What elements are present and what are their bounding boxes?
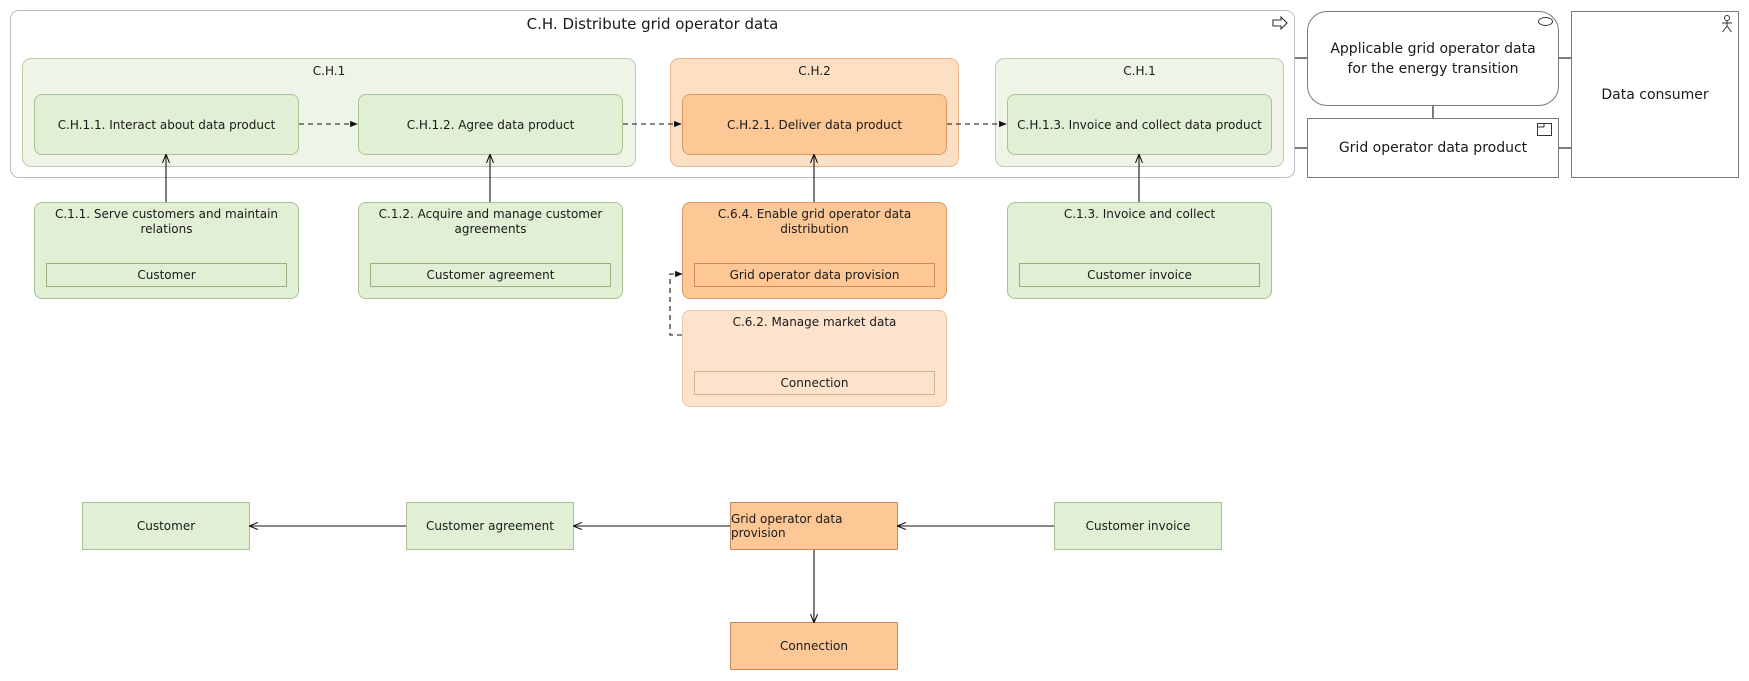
actor-box[interactable]: Data consumer [1571,11,1739,178]
capability-title: C.1.1. Serve customers and maintain rela… [54,207,279,236]
group-title: C.H.1 [1123,64,1156,78]
capability-manage-market-data[interactable]: C.6.2. Manage market data Connection [682,310,947,407]
flow-c62-to-c64[interactable] [669,270,683,336]
product-icon [1537,123,1552,136]
process-agree-data-product[interactable]: C.H.1.2. Agree data product [358,94,623,155]
actor-label: Data consumer [1601,86,1709,103]
capability-enable-grid-data-distribution[interactable]: C.6.4. Enable grid operator data distrib… [682,202,947,299]
data-object-customer-agreement[interactable]: Customer agreement [406,502,574,550]
product-box[interactable]: Grid operator data product [1307,118,1559,178]
business-service-label: Applicable grid operator data for the en… [1330,40,1536,77]
capability-title: C.6.2. Manage market data [732,315,897,329]
group-title: C.H.2 [798,64,831,78]
data-object-customer-invoice[interactable]: Customer invoice [1054,502,1222,550]
outer-process-title: C.H. Distribute grid operator data [526,15,779,33]
data-object-connection[interactable]: Connection [730,622,898,670]
business-service[interactable]: Applicable grid operator data for the en… [1307,11,1559,106]
data-object-grid-operator-data-provision[interactable]: Grid operator data provision [730,502,898,550]
capability-invoice-and-collect[interactable]: C.1.3. Invoice and collect Customer invo… [1007,202,1272,299]
capability-title: C.6.4. Enable grid operator data distrib… [717,207,912,236]
group-title: C.H.1 [312,64,346,78]
capability-title: C.1.2. Acquire and manage customer agree… [378,207,603,236]
capability-object: Grid operator data provision [694,263,935,287]
service-oval-icon [1538,17,1553,26]
capability-object: Customer agreement [370,263,611,287]
capability-serve-customers[interactable]: C.1.1. Serve customers and maintain rela… [34,202,299,299]
capability-object: Customer [46,263,287,287]
process-arrow-icon [1272,16,1288,30]
actor-icon [1722,15,1732,33]
capability-acquire-manage-agreements[interactable]: C.1.2. Acquire and manage customer agree… [358,202,623,299]
capability-title: C.1.3. Invoice and collect [1063,207,1216,221]
capability-object: Customer invoice [1019,263,1260,287]
capability-object: Connection [694,371,935,395]
product-label: Grid operator data product [1338,140,1528,156]
